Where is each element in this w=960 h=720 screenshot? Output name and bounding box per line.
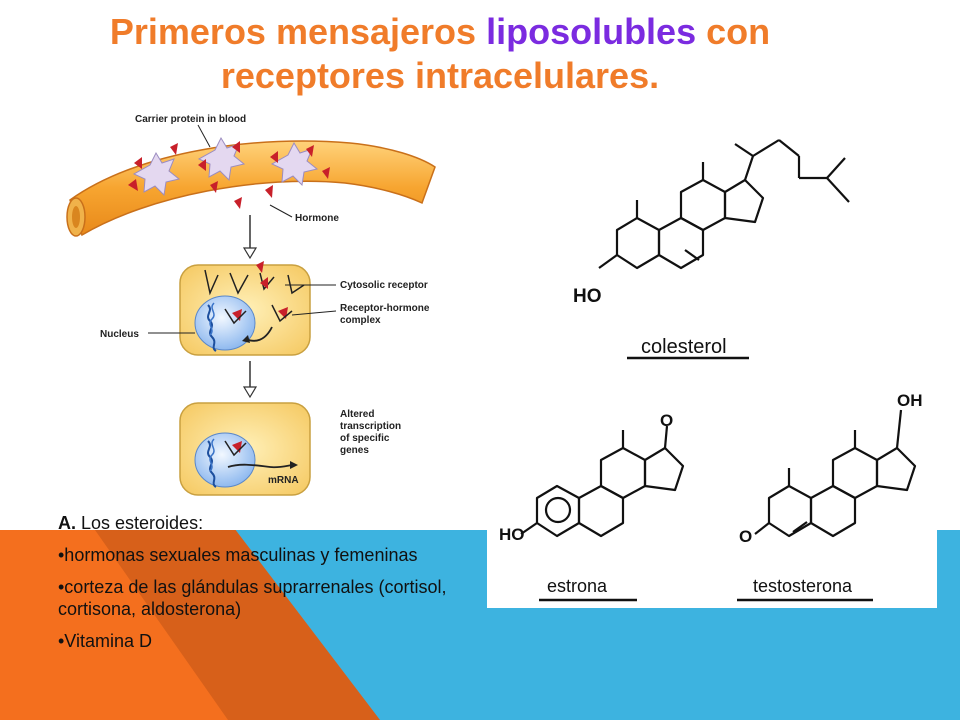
cell-receptor-stage: [179, 261, 311, 356]
estrona-structure: [520, 425, 685, 538]
testosterona-oxygen: O: [739, 527, 752, 546]
altered-label-4: genes: [340, 445, 369, 456]
title-part-1: Primeros mensajeros: [109, 11, 487, 52]
bullet-vitamin-d: •Vitamina D: [58, 631, 153, 651]
colesterol-label: colesterol: [641, 336, 727, 358]
hormone-pathway-figure: Carrier protein in blood Hormone: [60, 105, 480, 505]
steroids-text-box: A. Los esteroides: •hormonas sexuales ma…: [58, 512, 483, 662]
nucleus-label: Nucleus: [100, 329, 139, 340]
mrna-label: mRNA: [268, 475, 299, 486]
title-part-2: con receptores intracelulares.: [220, 11, 771, 96]
heading-rest: Los esteroides:: [76, 513, 204, 533]
hormone-label: Hormone: [295, 213, 339, 224]
complex-label-2: complex: [340, 315, 381, 326]
arrow-down-1: [242, 215, 258, 260]
carrier-label: Carrier protein in blood: [135, 114, 246, 125]
title-highlight: liposolubles: [486, 11, 697, 52]
cytosolic-label: Cytosolic receptor: [340, 280, 428, 291]
carrier-protein-1: [132, 151, 181, 197]
testosterona-structure: [754, 409, 917, 538]
hormone-leader-line: [269, 204, 293, 218]
steroids-heading: A. Los esteroides:: [58, 512, 483, 534]
blood-vessel: [66, 140, 436, 237]
bullet-sex-hormones: •hormonas sexuales masculinas y femenina…: [58, 545, 418, 565]
hormone-molecules: [128, 141, 330, 209]
estrona-oxygen: O: [660, 411, 673, 430]
altered-label-1: Altered: [340, 409, 374, 420]
carrier-protein-2: [197, 136, 246, 182]
carrier-leader-line: [197, 124, 211, 148]
steroid-structures-panel: HO colesterol HO O estrona: [487, 110, 937, 608]
colesterol-structure: [598, 139, 850, 270]
testosterona-label: testosterona: [753, 576, 853, 596]
testosterona-oh: OH: [897, 391, 923, 410]
cell-transcription-stage: [179, 402, 311, 496]
estrona-label: estrona: [547, 576, 608, 596]
colesterol-ho: HO: [573, 286, 602, 307]
estrona-ho: HO: [499, 525, 525, 544]
slide-title: Primeros mensajeros liposolubles con rec…: [40, 10, 840, 98]
carrier-protein-3: [270, 141, 319, 187]
altered-label-3: of specific: [340, 433, 390, 444]
arrow-down-2: [242, 361, 258, 399]
complex-leader-line: [291, 310, 337, 316]
heading-letter: A.: [58, 513, 76, 533]
altered-label-2: transcription: [340, 421, 401, 432]
bullet-adrenal-cortex: •corteza de las glándulas suprarrenales …: [58, 577, 447, 619]
complex-label-1: Receptor-hormone: [340, 303, 430, 314]
